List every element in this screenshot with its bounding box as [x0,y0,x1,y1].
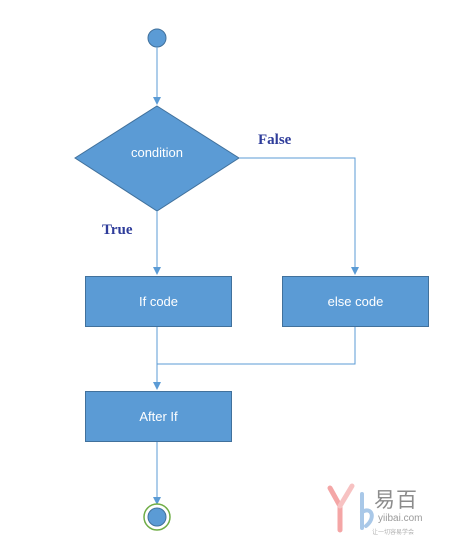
watermark-url: yiibai.com [378,513,423,524]
start-node [147,28,167,48]
watermark-brand: 易百 [374,488,418,512]
yiibai-logo-icon [327,483,374,533]
else-code-label: else code [327,294,384,309]
if-code-box: If code [85,276,232,327]
false-edge-label: False [258,132,292,148]
after-if-label: After If [139,409,178,424]
watermark: 易百 yiibai.com 让一切容易学会 [322,480,452,538]
end-node [147,507,167,527]
condition-label: condition [130,144,184,160]
watermark-tagline: 让一切容易学会 [372,529,415,536]
if-code-label: If code [138,294,179,309]
true-edge-label: True [102,222,133,238]
after-if-box: After If [85,391,232,442]
else-code-box: else code [282,276,429,327]
connector-false-branch [239,157,359,275]
connector-else-to-merge [157,327,356,365]
